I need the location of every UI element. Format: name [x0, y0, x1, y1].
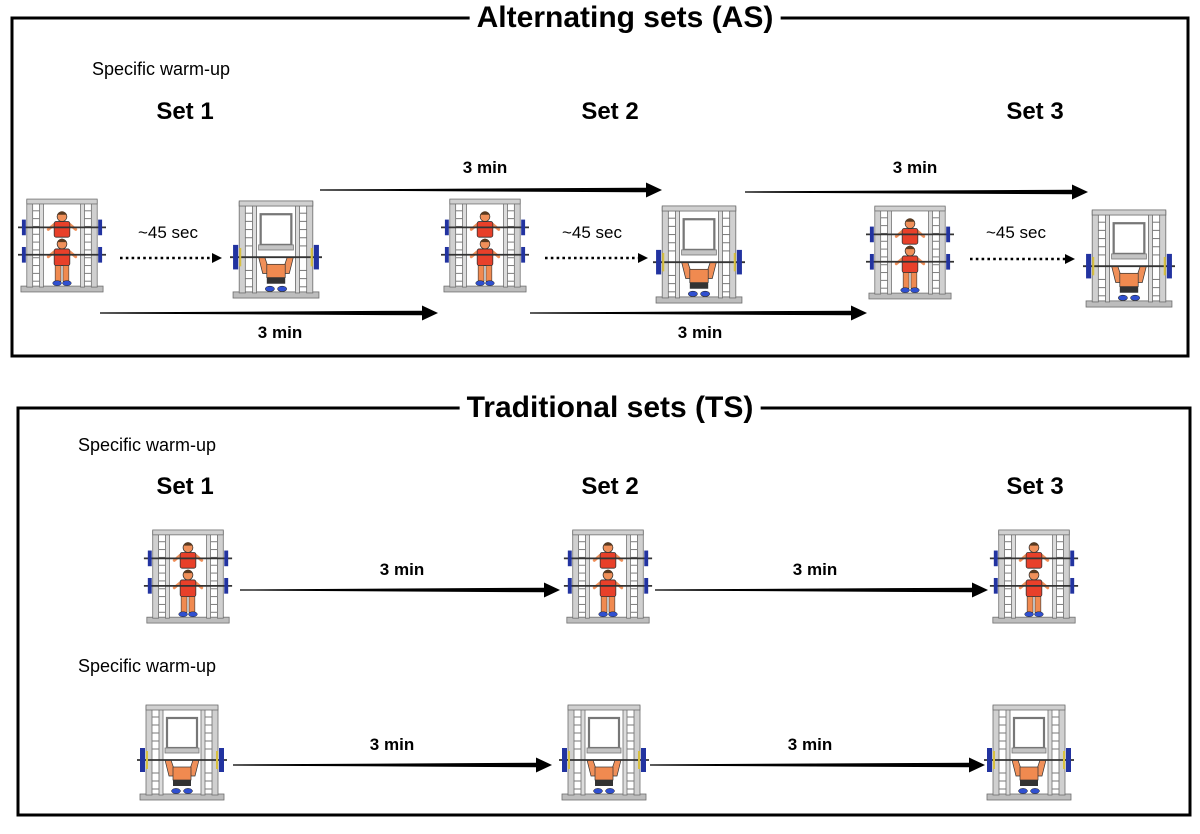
- as-lower-rest-arrow-1: [100, 305, 438, 321]
- as-set-1-squat-icon: [18, 197, 106, 294]
- ts-row-2-rest-arrow-2: [650, 757, 985, 773]
- as-upper-rest-label-2: 3 min: [892, 158, 938, 177]
- ts-set-2-squat-icon: [562, 528, 654, 625]
- traditional-sets-title: Traditional sets (TS): [459, 390, 761, 426]
- ts-row-2-rest-arrow-1: [233, 757, 552, 773]
- as-transition-arrow-3: [970, 254, 1075, 264]
- as-set-1-bench-press-icon: [230, 199, 322, 300]
- as-lower-rest-label-2: 3 min: [677, 323, 723, 342]
- as-upper-rest-arrow-2: [745, 184, 1088, 200]
- as-set-3-bench-press-icon: [1083, 208, 1175, 309]
- as-set-2-squat-icon: [441, 197, 529, 294]
- ts-set-1-squat-icon: [142, 528, 234, 625]
- ts-set-2-label: Set 2: [581, 473, 639, 500]
- ts-set-3-bench-press-icon: [983, 703, 1075, 802]
- ts-set-1-label: Set 1: [156, 473, 214, 500]
- as-upper-rest-arrow-1: [320, 182, 662, 198]
- as-transition-label-1: ~45 sec: [137, 223, 199, 242]
- ts-row-2-rest-label-1: 3 min: [369, 735, 415, 754]
- as-set-3-label: Set 3: [1006, 98, 1064, 125]
- ts-row-1-rest-label-2: 3 min: [792, 560, 838, 579]
- ts-row-1-rest-arrow-2: [655, 582, 988, 598]
- as-lower-rest-arrow-2: [530, 305, 867, 321]
- ts-set-3-label: Set 3: [1006, 473, 1064, 500]
- as-transition-label-3: ~45 sec: [985, 223, 1047, 242]
- as-upper-rest-label-1: 3 min: [462, 158, 508, 177]
- alternating-sets-title: Alternating sets (AS): [469, 0, 781, 36]
- ts-row-2-rest-label-2: 3 min: [787, 735, 833, 754]
- as-lower-rest-label-1: 3 min: [257, 323, 303, 342]
- ts-row-1-rest-label-1: 3 min: [379, 560, 425, 579]
- as-transition-arrow-1: [120, 253, 222, 263]
- ts-row-2-warmup-label: Specific warm-up: [78, 656, 217, 676]
- arrow-layer: [100, 182, 1088, 773]
- ts-set-3-squat-icon: [988, 528, 1080, 625]
- ts-set-1-bench-press-icon: [136, 703, 228, 802]
- ts-row-1-rest-arrow-1: [240, 582, 560, 598]
- as-transition-arrow-2: [545, 253, 648, 263]
- as-set-1-label: Set 1: [156, 98, 214, 125]
- as-transition-label-2: ~45 sec: [561, 223, 623, 242]
- as-set-2-bench-press-icon: [653, 204, 745, 305]
- ts-row-1-warmup-label: Specific warm-up: [78, 435, 217, 455]
- as-warmup-label: Specific warm-up: [92, 59, 231, 79]
- as-set-2-label: Set 2: [581, 98, 639, 125]
- as-set-3-squat-icon: [866, 204, 954, 301]
- ts-set-2-bench-press-icon: [558, 703, 650, 802]
